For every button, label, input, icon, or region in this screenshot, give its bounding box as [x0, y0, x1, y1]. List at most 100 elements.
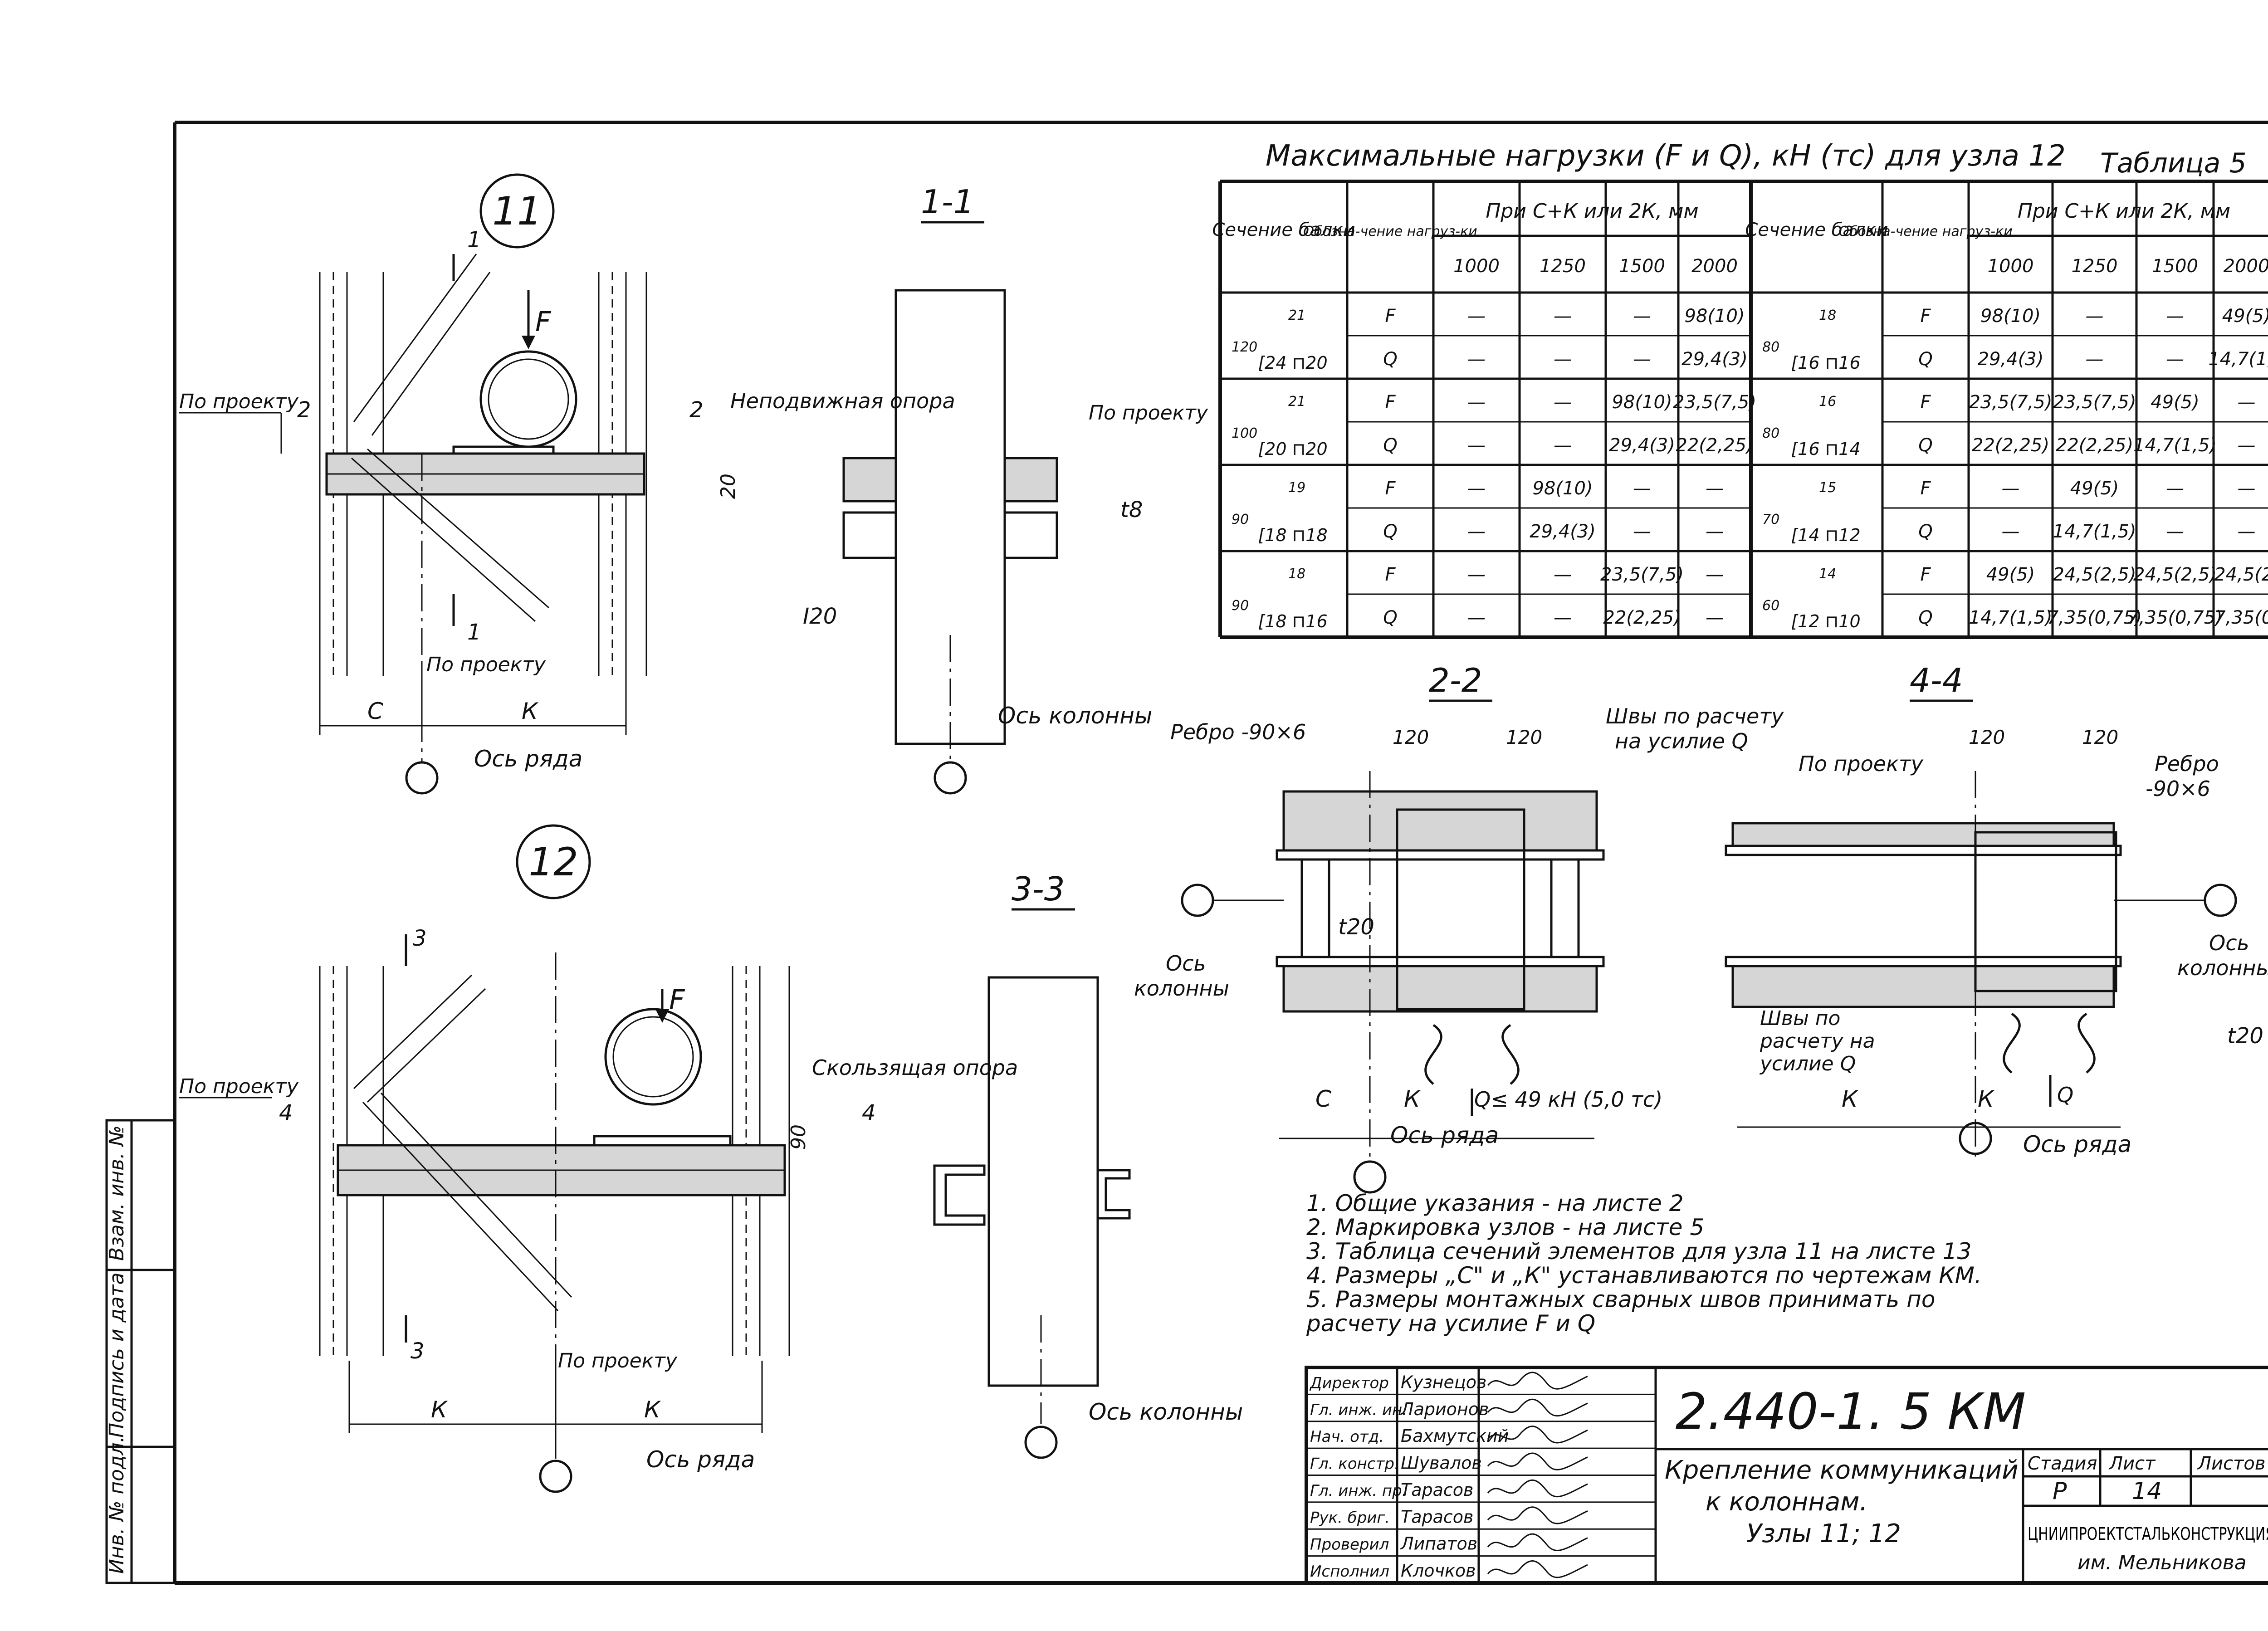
cell-0-3-1-4: — — [1706, 607, 1724, 628]
dim-k-22: К — [1404, 1086, 1421, 1112]
subject-line-1: Крепление коммуникаций — [1665, 1455, 2019, 1485]
table-title: Максимальные нагрузки (F и Q), кН (тс) д… — [1266, 139, 2066, 173]
cut-3-top: 3 — [413, 926, 427, 951]
sheet-label: Лист — [2108, 1453, 2156, 1474]
cell-0-1-0-3: 98(10) — [1612, 392, 1672, 413]
dim-c-22: С — [1315, 1086, 1331, 1112]
th-col-0-2: 1500 — [1619, 256, 1665, 277]
cut-2-left: 2 — [297, 397, 311, 423]
dim-k-11: К — [522, 698, 539, 724]
tb-role-3: Гл. констр. — [1310, 1455, 1399, 1473]
dim-k-44a: К — [1842, 1086, 1859, 1112]
rebro-44-a: Ребро — [2155, 752, 2219, 776]
cell-1-1-1-2: 22(2,25) — [2056, 435, 2133, 456]
i20: I20 — [803, 604, 837, 629]
cell-1-1-0-4: — — [2238, 392, 2256, 413]
cell-0-2-1-2: 29,4(3) — [1530, 521, 1596, 542]
os-kolonny-11: Ось колонны — [998, 703, 1152, 729]
t8: t8 — [1120, 497, 1143, 523]
profile-dim-a-1-0: 80 — [1762, 339, 1779, 355]
stage-value: Р — [2053, 1478, 2067, 1505]
cell-0-2-1-1: — — [1467, 521, 1486, 542]
table-label: Таблица 5 — [2100, 147, 2247, 179]
section-1-1-title: 1-1 — [921, 183, 974, 221]
sheets-label: Листов — [2197, 1453, 2265, 1474]
shvy-q2-a: Швы по — [1760, 1007, 1840, 1030]
doc-code: 2.440-1. 5 КМ — [1676, 1382, 2026, 1441]
note-5: 5. Размеры монтажных сварных швов приним… — [1306, 1286, 1935, 1313]
sheet-value: 14 — [2132, 1478, 2162, 1505]
profile-dim-b-1-3: 14 — [1819, 566, 1836, 582]
th-col-1-1: 1250 — [2072, 256, 2118, 277]
th-col-0-1: 1250 — [1540, 256, 1586, 277]
tb-name-0: Кузнецов — [1401, 1372, 1486, 1392]
cell-0-1-1-1: — — [1467, 435, 1486, 456]
cell-0-1-0-0: F — [1385, 392, 1396, 413]
cell-1-2-0-1: — — [2002, 478, 2020, 499]
cell-0-2-1-4: — — [1706, 521, 1724, 542]
po-proektu-11a: По проекту — [179, 390, 299, 413]
profile-dim-b-0-3: 18 — [1288, 566, 1305, 582]
cell-1-1-1-0: Q — [1918, 435, 1932, 456]
cell-1-0-1-1: 29,4(3) — [1978, 349, 2044, 370]
cell-0-1-0-1: — — [1467, 392, 1486, 413]
profile-dim-a-0-1: 100 — [1232, 425, 1257, 441]
section-3-3-title: 3-3 — [1012, 870, 1065, 908]
cell-1-3-0-0: F — [1920, 564, 1931, 585]
tb-role-5: Рук. бриг. — [1310, 1509, 1390, 1527]
tb-name-5: Тарасов — [1401, 1507, 1473, 1527]
cell-1-2-0-0: F — [1920, 478, 1931, 499]
profile-dim-a-1-2: 70 — [1762, 512, 1779, 527]
cell-0-2-0-4: — — [1706, 478, 1724, 499]
subject-line-3: Узлы 11; 12 — [1746, 1519, 1901, 1548]
node-12-bubble — [516, 824, 591, 899]
po-proektu-12a: По проекту — [179, 1075, 299, 1098]
os-44-a: Ось — [2209, 931, 2249, 955]
profile-1-0: [16 ⊓16 — [1791, 353, 1860, 373]
t20-44: t20 — [2227, 1023, 2263, 1049]
signature-1 — [1487, 1398, 1588, 1417]
cell-0-0-1-4: 29,4(3) — [1681, 349, 1748, 370]
os-ryada-11: Ось ряда — [474, 746, 582, 772]
cell-0-0-0-1: — — [1467, 306, 1486, 327]
cut-3-bottom: 3 — [411, 1338, 425, 1364]
cell-1-2-1-3: — — [2166, 521, 2184, 542]
th-col-0-0: 1000 — [1453, 256, 1500, 277]
profile-dim-b-1-1: 16 — [1819, 394, 1836, 410]
cell-0-0-1-2: — — [1554, 349, 1572, 370]
po-proektu-11b: По проекту — [426, 653, 546, 676]
cell-1-2-0-2: 49(5) — [2070, 478, 2119, 499]
loads-table: Максимальные нагрузки (F и Q), кН (тс) д… — [1212, 139, 2268, 639]
section-2-2-title: 2-2 — [1429, 661, 1482, 699]
signature-4 — [1487, 1479, 1588, 1498]
cell-0-3-1-0: Q — [1383, 607, 1397, 628]
cut-4-left: 4 — [279, 1100, 293, 1126]
th-section-0: Сечение балки — [1212, 220, 1355, 240]
section-2-2: 2-2 Q≤ 49 кН (5,0 тс) Ребро -90×6 Швы по… — [1134, 661, 1784, 1194]
cell-1-1-0-2: 23,5(7,5) — [2053, 392, 2136, 413]
cell-1-3-1-3: 7,35(0,75) — [2127, 607, 2222, 628]
cell-0-2-0-0: F — [1385, 478, 1396, 499]
cell-0-0-1-1: — — [1467, 349, 1486, 370]
signature-3 — [1487, 1452, 1588, 1470]
profile-1-1: [16 ⊓14 — [1791, 439, 1860, 459]
tb-role-2: Нач. отд. — [1310, 1428, 1384, 1446]
signature-5 — [1487, 1506, 1588, 1524]
note-2: 2. Маркировка узлов - на листе 5 — [1306, 1214, 1704, 1240]
stamp-podpis: Подпись и дата — [105, 1273, 128, 1438]
dim-c-11: С — [367, 698, 383, 724]
nepodv-opora: Неподвижная опора — [730, 389, 955, 413]
cell-1-1-0-1: 23,5(7,5) — [1969, 392, 2053, 413]
th-condition-0: При С+К или 2К, мм — [1486, 200, 1698, 223]
cell-1-2-1-1: — — [2002, 521, 2020, 542]
cut-4-right: 4 — [862, 1100, 876, 1126]
profile-1-3: [12 ⊓10 — [1791, 611, 1860, 631]
note-6: расчету на усилие F и Q — [1306, 1310, 1595, 1337]
profile-dim-b-1-2: 15 — [1819, 480, 1836, 496]
cut-1-bottom: 1 — [467, 620, 481, 645]
node-11-number: 11 — [492, 189, 542, 234]
